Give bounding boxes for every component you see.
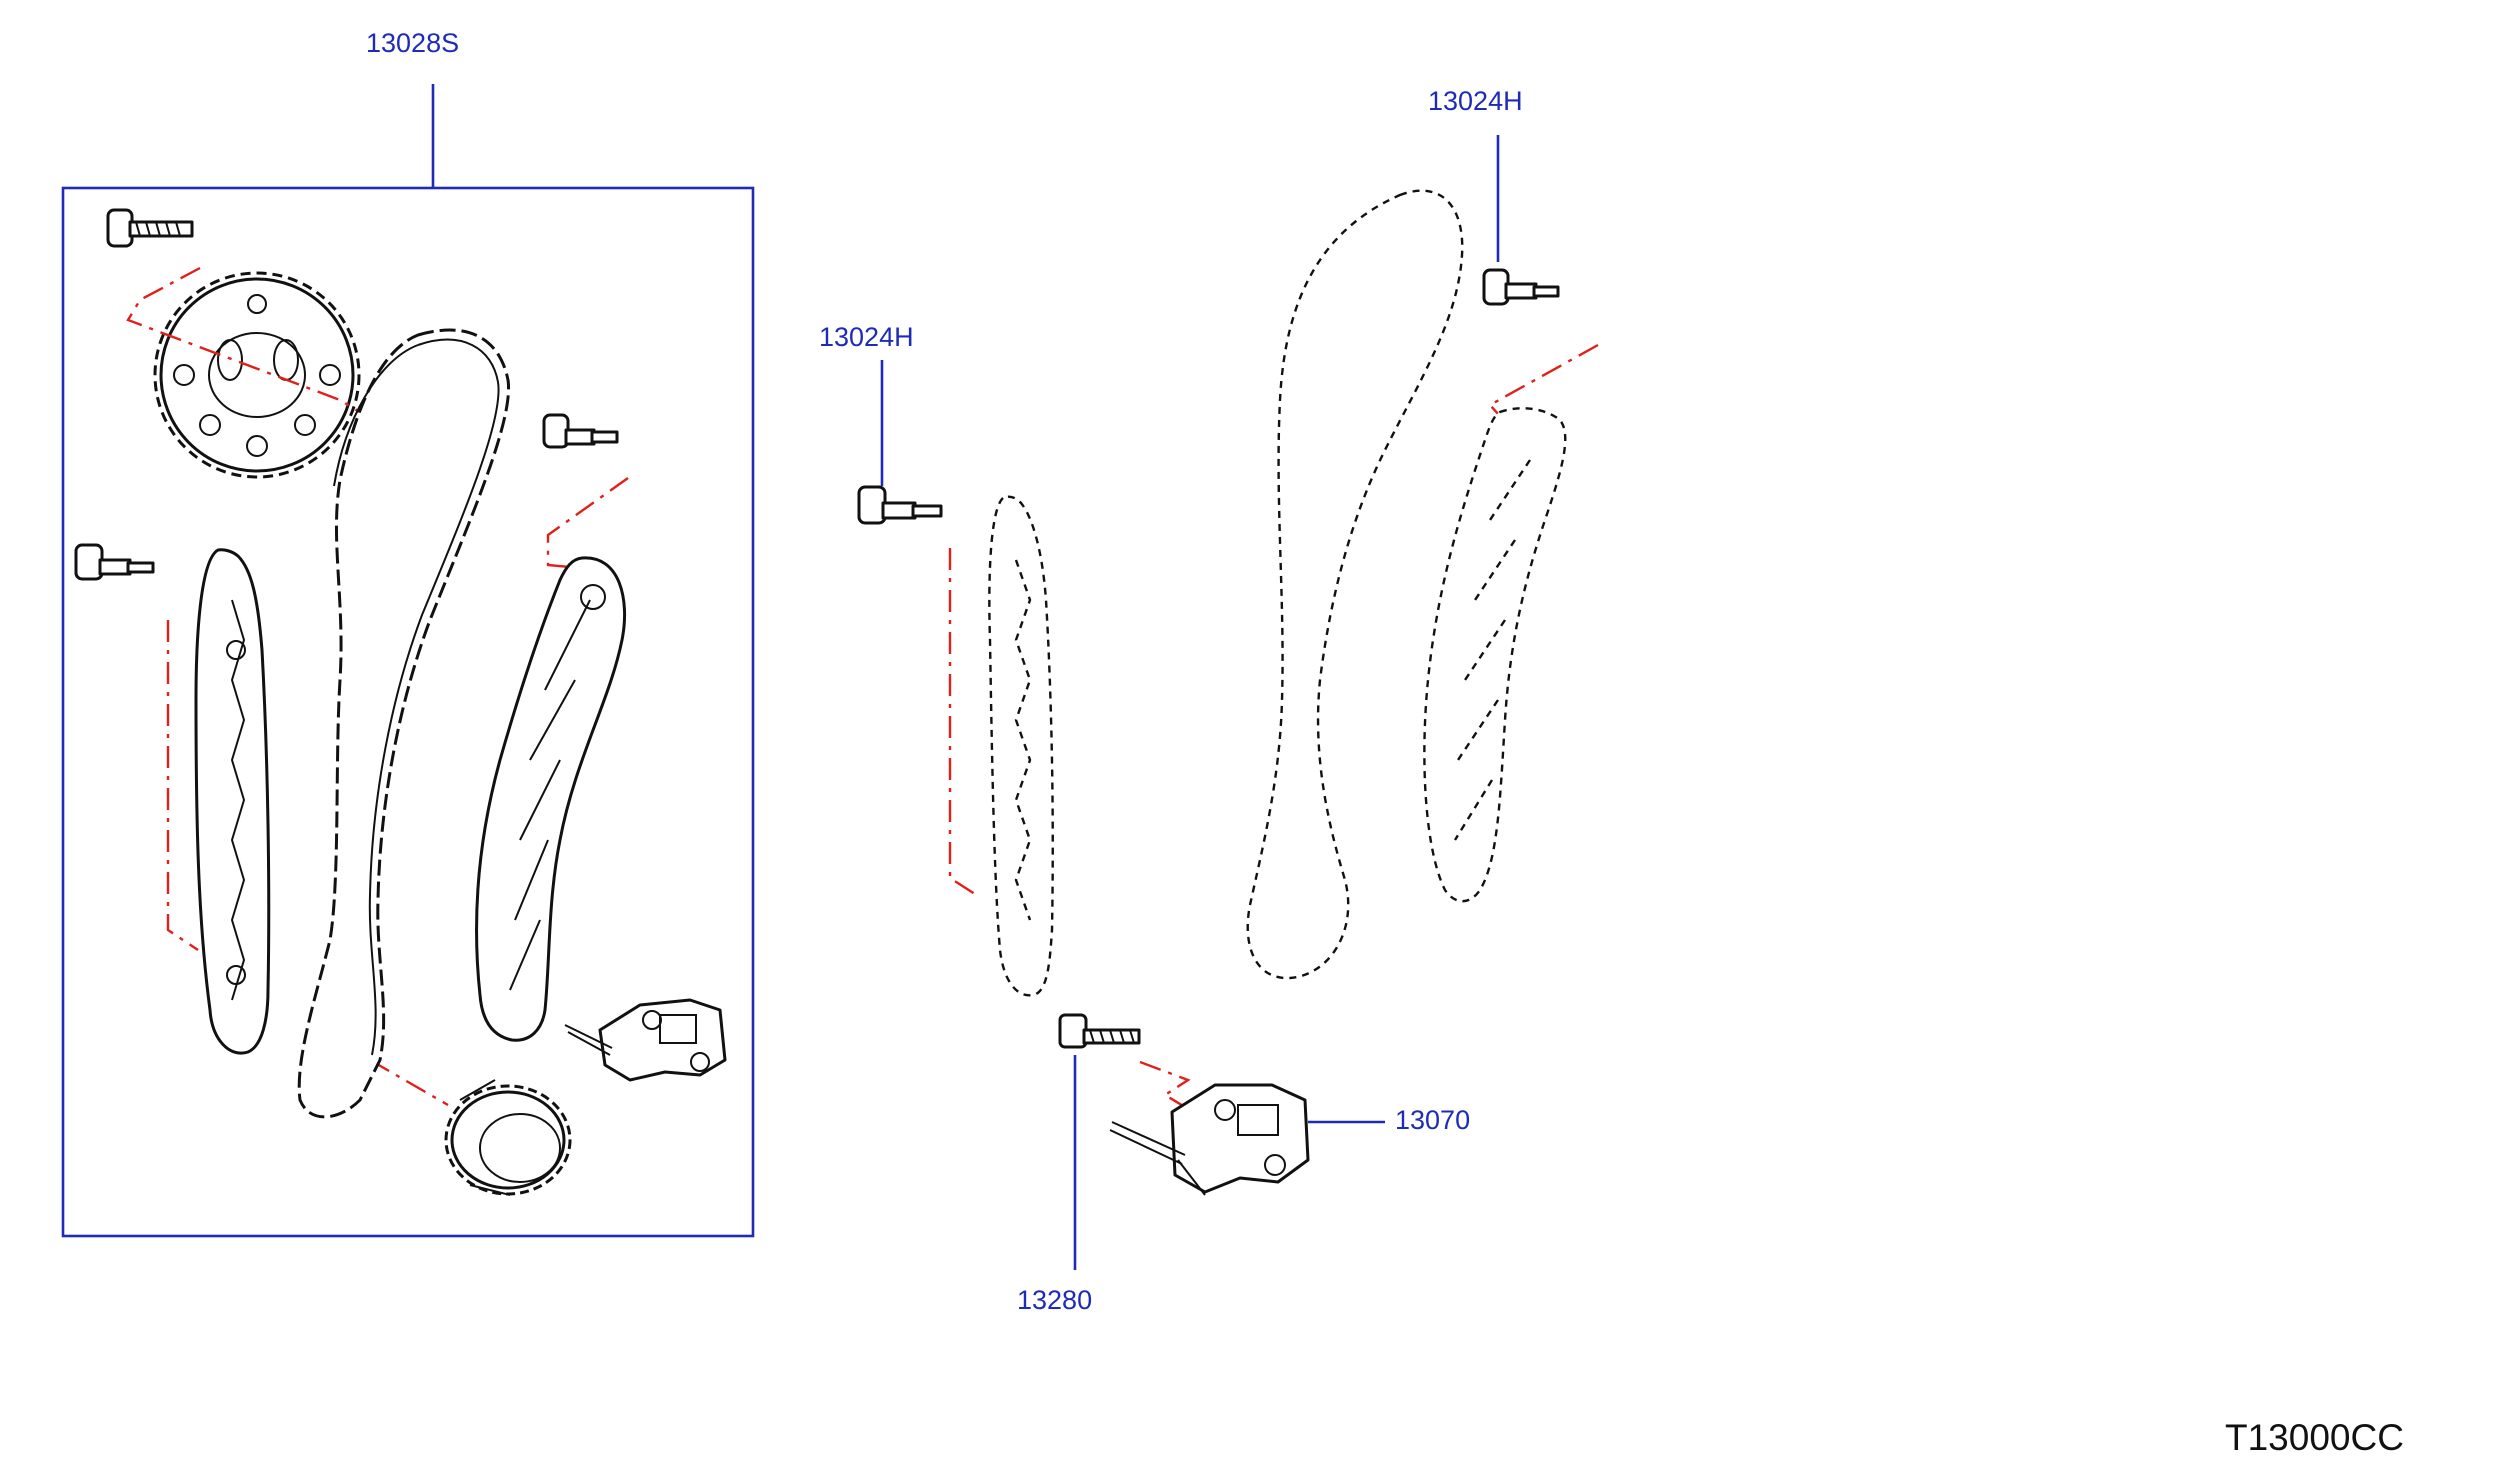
phantom-right-guide-bolt [546, 477, 629, 570]
kit-tensioner [564, 998, 727, 1082]
dashed-tension-guide-right [1423, 407, 1567, 903]
chain-guide-bolt-center [857, 485, 943, 525]
crankshaft-sprocket [444, 1079, 572, 1196]
callout-13280: 13280 [1017, 1285, 1093, 1315]
camshaft-sprocket [153, 271, 361, 479]
phantom-crank-sprocket [369, 1058, 449, 1107]
left-guide-bolt [74, 543, 155, 581]
sprocket-bolt [106, 208, 194, 248]
dashed-timing-chain [1246, 189, 1464, 980]
chain-tensioner [1109, 1083, 1310, 1196]
left-chain-guide [194, 548, 271, 1055]
chain-guide-bolt-right [1482, 268, 1560, 306]
callout-13024h-right: 13024H [1428, 86, 1523, 116]
tensioner-bolt [1058, 1013, 1141, 1049]
kit-timing-chain [297, 328, 511, 1119]
phantom-bolt-center [948, 548, 979, 898]
kit-13028s-frame [61, 186, 755, 1238]
callout-13070: 13070 [1395, 1105, 1471, 1135]
dashed-chain-guide-center [988, 495, 1054, 997]
callout-13028s: 13028S [366, 28, 460, 58]
phantom-left-guide-bolt [166, 620, 199, 951]
drawing-code: T13000CC [2225, 1417, 2404, 1458]
tension-guide [475, 556, 626, 1042]
right-guide-bolt [542, 413, 619, 449]
callout-13024h-center: 13024H [819, 322, 914, 352]
